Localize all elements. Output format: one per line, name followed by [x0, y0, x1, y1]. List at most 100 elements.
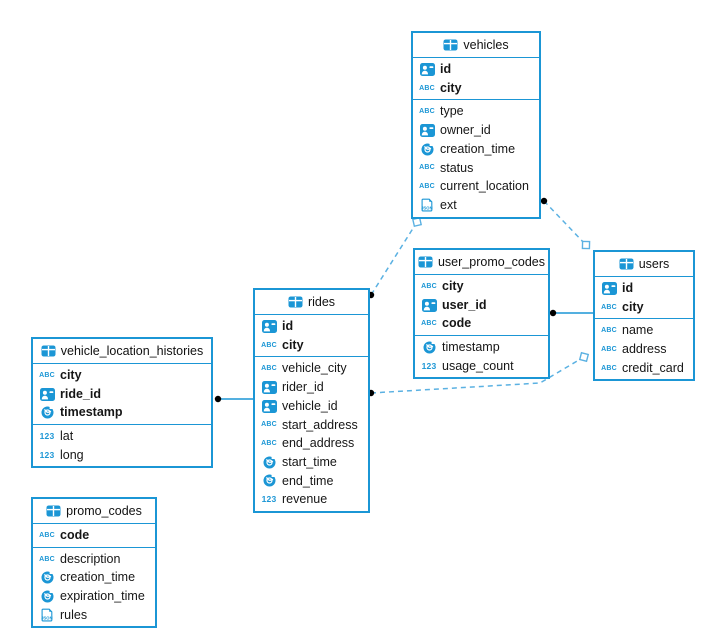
column-name: creation_time	[440, 141, 516, 156]
abc-text-icon: ABC	[421, 282, 437, 290]
table-title: users	[638, 257, 670, 271]
column-row-name: ABC name	[595, 321, 693, 340]
column-name: vehicle_city	[282, 361, 347, 376]
abc-text-icon: ABC	[261, 421, 277, 429]
table-header-vehicle_location_histories[interactable]: vehicle_location_histories	[33, 339, 211, 364]
column-name: status	[440, 160, 474, 175]
id-badge-icon	[38, 387, 56, 401]
relation-line-vehicles-rides	[370, 221, 418, 296]
column-row-usage_count: 123 usage_count	[415, 357, 548, 376]
column-row-expiration_time: expiration_time	[33, 587, 155, 606]
column-name: current_location	[440, 179, 529, 194]
column-name: start_time	[282, 454, 337, 469]
column-name: code	[60, 528, 90, 543]
column-name: timestamp	[60, 405, 123, 420]
column-name: lat	[60, 429, 74, 444]
abc-text-icon: ABC	[261, 341, 277, 349]
column-name: type	[440, 104, 464, 119]
number-123-icon: 123	[39, 449, 55, 460]
number-123-icon: 123	[421, 360, 437, 371]
key-column-row-user_id: user_id	[415, 296, 548, 315]
column-row-creation_time: creation_time	[33, 568, 155, 587]
abc-text-icon: ABC	[419, 84, 435, 92]
abc-text-icon: ABC	[39, 531, 55, 539]
column-name: name	[622, 323, 654, 338]
column-row-current_location: ABC current_location	[413, 177, 539, 196]
abc-text-icon: ABC	[419, 182, 435, 190]
column-row-vehicle_city: ABC vehicle_city	[255, 359, 368, 378]
column-name: usage_count	[442, 358, 514, 373]
id-badge-icon	[260, 319, 278, 333]
column-name: code	[442, 316, 472, 331]
table-header-user_promo_codes[interactable]: user_promo_codes	[415, 250, 548, 275]
column-name: id	[440, 62, 452, 77]
abc-text-icon: ABC	[421, 320, 437, 328]
columns-section: timestamp 123 usage_count	[415, 336, 548, 377]
column-name: timestamp	[442, 340, 500, 355]
relation-line-vehicles-users	[543, 200, 587, 246]
key-column-row-id: id	[255, 317, 368, 336]
column-name: revenue	[282, 492, 328, 507]
table-icon	[288, 296, 303, 308]
abc-text-icon: ABC	[601, 345, 617, 353]
column-name: rules	[60, 607, 88, 622]
table-header-rides[interactable]: rides	[255, 290, 368, 315]
clock-icon	[38, 406, 56, 419]
column-name: description	[60, 551, 121, 566]
relation-diamond-marker	[581, 240, 591, 250]
table-title: vehicles	[463, 38, 509, 52]
svg-text:JSON: JSON	[41, 615, 52, 620]
column-name: user_id	[442, 297, 487, 312]
svg-text:JSON: JSON	[421, 205, 432, 210]
relation-dot-marker	[214, 395, 222, 403]
abc-text-icon: ABC	[601, 327, 617, 335]
table-icon	[443, 39, 458, 51]
id-badge-icon	[418, 123, 436, 137]
relation-dot-marker	[540, 197, 548, 205]
table-icon	[46, 505, 61, 517]
clock-icon	[38, 590, 56, 603]
clock-icon	[38, 571, 56, 584]
clock-icon	[260, 474, 278, 487]
column-name: city	[440, 80, 462, 95]
relation-dot-marker	[549, 309, 557, 317]
abc-text-icon: ABC	[419, 164, 435, 172]
abc-text-icon: ABC	[261, 365, 277, 373]
table-header-users[interactable]: users	[595, 252, 693, 277]
table-icon	[619, 258, 634, 270]
table-icon	[41, 345, 56, 357]
id-badge-icon	[260, 380, 278, 394]
column-name: vehicle_id	[282, 398, 338, 413]
table-header-promo_codes[interactable]: promo_codes	[33, 499, 155, 524]
column-name: owner_id	[440, 123, 491, 138]
table-header-vehicles[interactable]: vehicles	[413, 33, 539, 58]
key-column-row-id: id	[595, 279, 693, 298]
column-name: expiration_time	[60, 589, 145, 604]
column-row-creation_time: creation_time	[413, 140, 539, 159]
table-icon	[418, 256, 433, 268]
key-column-row-timestamp: timestamp	[33, 403, 211, 422]
number-123-icon: 123	[261, 494, 277, 505]
